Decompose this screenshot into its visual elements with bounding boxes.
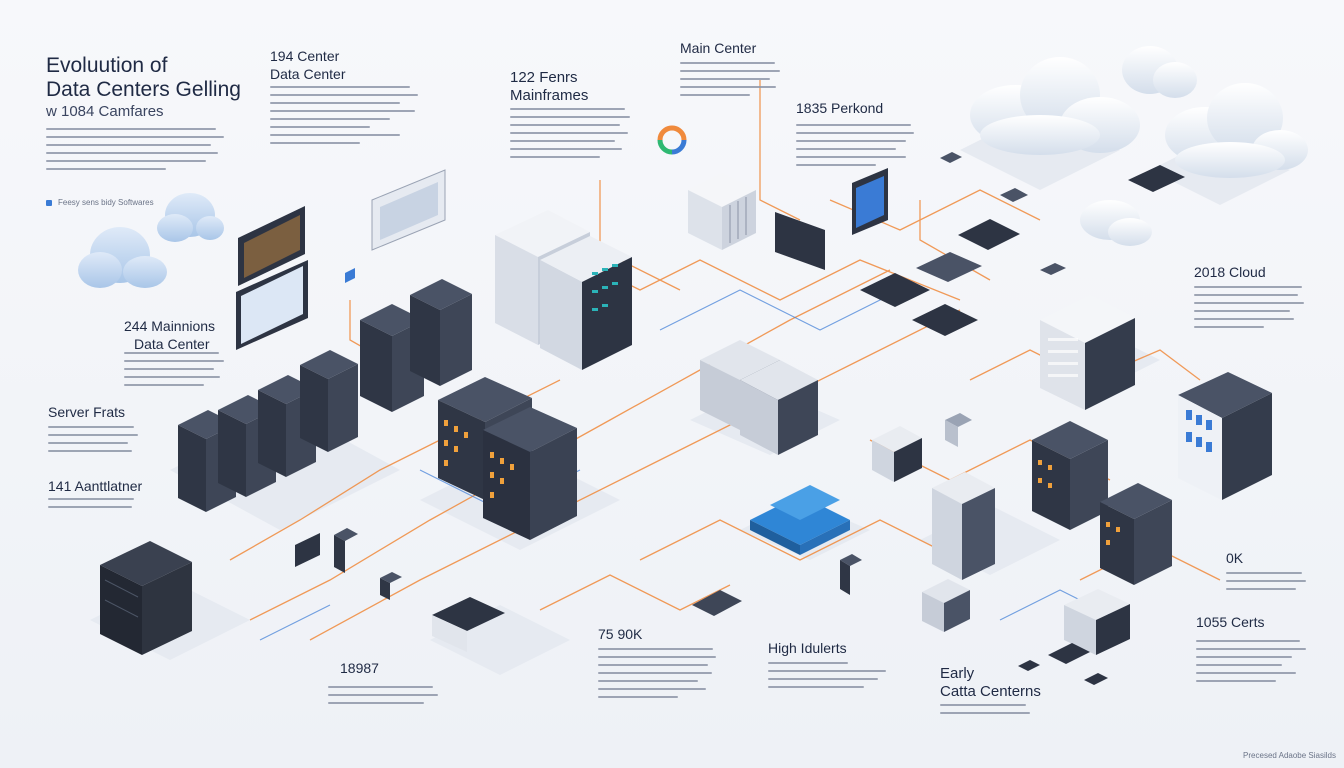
label-194-line2: Data Center [270, 66, 346, 82]
server-racks [100, 173, 1272, 655]
label-122-line2: Mainframes [510, 87, 589, 104]
page-title: Evoluution of Data Centers Gelling w 108… [46, 54, 241, 122]
blue-storage-tiles [750, 485, 850, 555]
title-line-2: Data Centers Gelling [46, 78, 241, 101]
text-block-early [940, 704, 1030, 720]
monitors [236, 168, 888, 567]
label-0k: 0K [1226, 550, 1244, 566]
label-18987: 18987 [340, 660, 379, 676]
label-194-center: 194 Center Data Center [270, 48, 345, 82]
text-block-244 [124, 352, 224, 392]
legend-swatch [46, 199, 52, 206]
text-block-194 [270, 86, 420, 150]
small-devices [334, 152, 1185, 685]
text-block-75 [598, 648, 718, 704]
label-244-line1: 244 Mainnions [124, 318, 216, 334]
legend: Feesy sens bidy Softwares [46, 198, 154, 207]
title-line-1: Evoluution of [46, 54, 168, 77]
title-subtitle: w 1084 Camfares [46, 103, 164, 120]
text-block-141 [48, 498, 138, 514]
label-high-idulerts: High Idulerts [768, 640, 847, 656]
label-122-fenrs: 122 Fenrs Mainframes [510, 70, 588, 104]
legend-text: Feesy sens bidy Softwares [58, 198, 154, 207]
label-244-mainnions: 244 Mainnions Data Center [124, 318, 215, 352]
label-244-line2: Data Center [134, 336, 210, 352]
label-server-frats: Server Frats [48, 404, 126, 420]
cloud-cluster [970, 46, 1308, 246]
intro-text-block [46, 128, 226, 176]
label-early-data-centers: Early Catta Centerns [940, 666, 1041, 700]
text-block-main [680, 62, 780, 102]
ring-logo [657, 125, 687, 155]
label-1055-certs: 1055 Certs [1196, 614, 1265, 630]
text-block-server-frats [48, 426, 138, 458]
label-75-90k: 75 90K [598, 626, 643, 642]
text-block-high [768, 662, 888, 694]
label-2018-cloud: 2018 Cloud [1194, 264, 1266, 280]
text-block-18987 [328, 686, 438, 710]
label-main-center: Main Center [680, 40, 757, 56]
label-122-line1: 122 Fenrs [510, 69, 578, 86]
cloud-left [78, 193, 224, 288]
label-141: 141 Aanttlatner [48, 478, 143, 494]
label-1835-perkond: 1835 Perkond [796, 100, 884, 116]
label-early-line2: Catta Centerns [940, 683, 1041, 700]
text-block-0k [1226, 572, 1306, 596]
text-block-122 [510, 108, 630, 164]
label-early-line1: Early [940, 665, 975, 682]
text-block-2018 [1194, 286, 1304, 334]
text-block-1835 [796, 124, 916, 172]
credit-line: Precesed Adaobe Siasilds [1243, 751, 1336, 760]
label-194-line1: 194 Center [270, 48, 340, 64]
text-block-1055 [1196, 640, 1306, 688]
